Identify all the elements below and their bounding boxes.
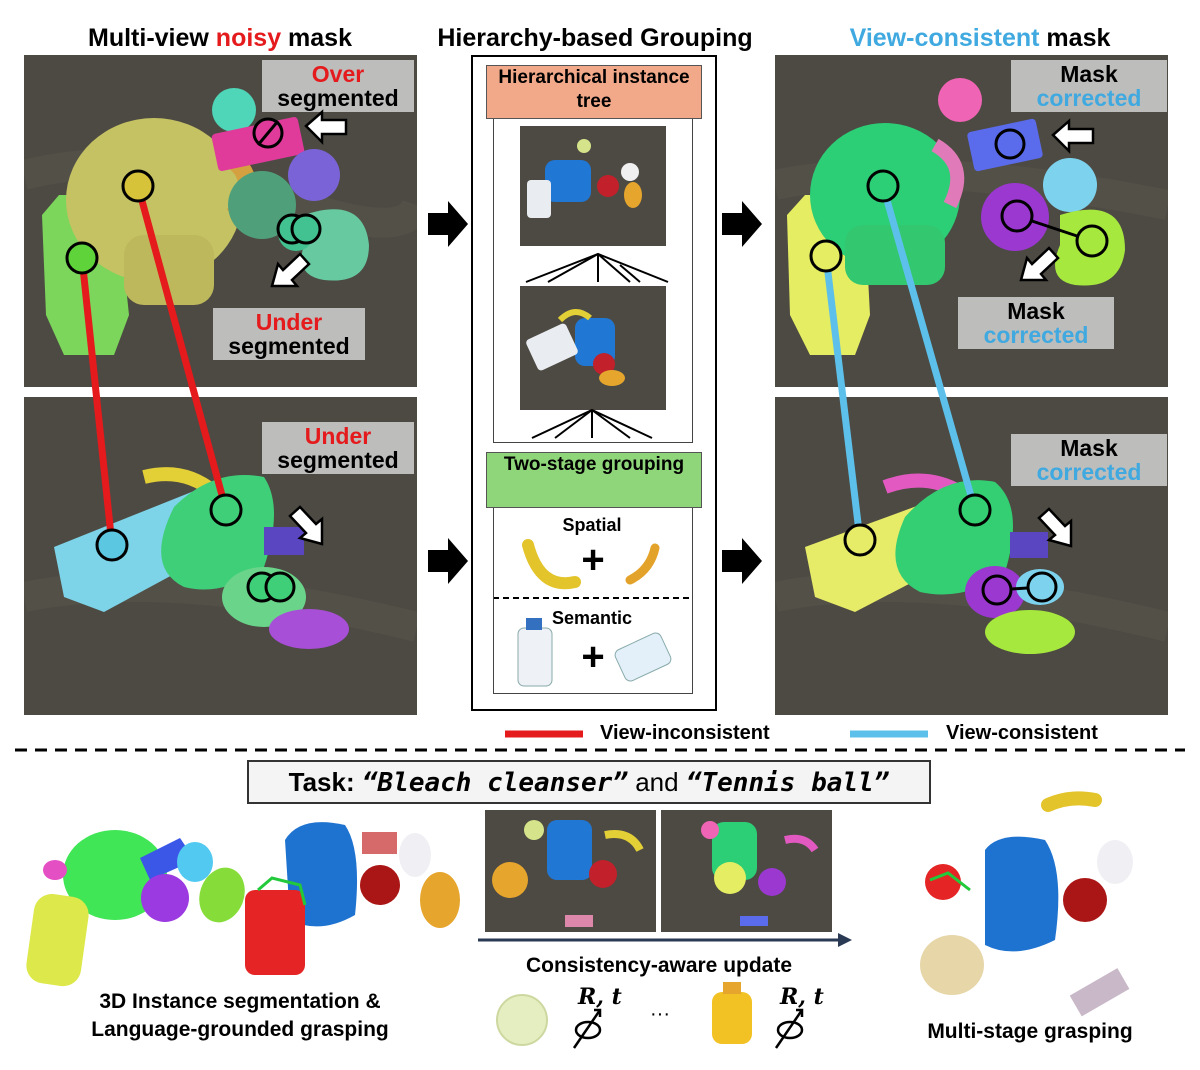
flow-arrow-icon-3 — [722, 201, 762, 247]
over-segmented-tag: Over segmented — [262, 60, 414, 112]
update-arrow-icon — [838, 933, 852, 947]
arrow-icon-mask-3 — [1037, 507, 1073, 548]
semantic-plus: + — [581, 635, 605, 679]
corrected-label-2: corrected — [983, 322, 1089, 348]
inconsistent-line-2 — [134, 185, 230, 511]
center-column-title: Hierarchy-based Grouping — [437, 24, 753, 52]
mask-label-2: Mask — [1007, 298, 1065, 324]
left-title-noisy: noisy — [215, 24, 282, 52]
mask-corrected-tag-3: Mask corrected — [1011, 434, 1167, 486]
right-title-post: mask — [1039, 24, 1111, 52]
flow-arrow-icon-1 — [428, 201, 468, 247]
rt-label-2: R, t — [780, 984, 824, 1010]
spatial-plus: + — [581, 538, 605, 582]
point-right-green — [866, 169, 900, 203]
point-left-bottom-blue — [95, 528, 129, 562]
point-right-lime — [1075, 224, 1109, 258]
point-right-yellow — [809, 239, 843, 273]
point-right-bottom-blue — [1026, 571, 1058, 603]
mask-corrected-tag-1: Mask corrected — [1011, 60, 1167, 112]
arrow-icon-mask-1 — [1051, 118, 1095, 155]
under-label-bottom: Under — [304, 423, 372, 449]
task-box: Task: “Bleach cleanser” and “Tennis ball… — [247, 760, 931, 804]
left-caption-line2: Language-grounded grasping — [91, 1018, 389, 1041]
right-title-vc: View-consistent — [849, 24, 1040, 52]
corrected-label-1: corrected — [1036, 85, 1142, 111]
task-query-2: “Tennis ball” — [685, 768, 890, 798]
task-query-1: “Bleach cleanser” — [361, 768, 628, 798]
left-column-title: Multi-view noisy mask — [30, 24, 410, 53]
right-column-title: View-consistent mask — [790, 24, 1170, 53]
mask-label-3: Mask — [1060, 435, 1118, 461]
black-flow-arrows — [428, 201, 762, 584]
under-segmented-label-top: segmented — [228, 333, 350, 359]
point-right-bottom-purple — [981, 574, 1013, 606]
task-and: and — [635, 767, 679, 797]
left-title-pre: Multi-view — [88, 24, 216, 52]
arrow-icon-mask-2 — [1019, 246, 1060, 282]
right-bottom-photo — [775, 397, 1168, 715]
update-caption: Consistency-aware update — [525, 954, 793, 977]
ellipsis: ··· — [650, 1003, 670, 1025]
tree-header: Hierarchical instance tree — [486, 65, 702, 119]
task-prefix: Task: — [288, 767, 355, 797]
legend-consistent: View-consistent — [946, 722, 1098, 744]
left-caption: 3D Instance segmentation & Language-grou… — [40, 988, 440, 1044]
rotation-icons — [572, 1008, 804, 1049]
spatial-label: Spatial — [562, 515, 622, 535]
under-segmented-tag-top: Under segmented — [213, 308, 365, 360]
point-right-bottom-green — [958, 493, 992, 527]
corrected-label-3: corrected — [1036, 459, 1142, 485]
consistent-line-1 — [822, 255, 864, 541]
grouping-header: Two-stage grouping — [486, 452, 702, 508]
point-left-bottom-green — [209, 493, 243, 527]
arrow-icon-under-bottom — [288, 505, 324, 546]
point-right-bottom-yellow — [843, 523, 877, 557]
arrow-icon-over — [304, 109, 348, 146]
flow-arrow-icon-2 — [428, 538, 468, 584]
consistent-line-2 — [879, 185, 979, 511]
left-bottom-scene — [24, 397, 417, 715]
inconsistent-line-1 — [78, 257, 116, 546]
over-segmented-label: segmented — [277, 85, 399, 111]
mask-label-1: Mask — [1060, 61, 1118, 87]
left-title-post: mask — [281, 24, 352, 52]
semantic-label: Semantic — [551, 608, 633, 628]
right-caption: Multi-stage grasping — [927, 1020, 1133, 1043]
under-segmented-label-bottom: segmented — [277, 447, 399, 473]
under-label-top: Under — [255, 309, 323, 335]
mask-corrected-tag-2: Mask corrected — [958, 297, 1114, 349]
point-left-yellow — [121, 169, 155, 203]
under-segmented-tag-bottom: Under segmented — [262, 422, 414, 474]
over-label: Over — [311, 61, 365, 87]
legend-inconsistent: View-inconsistent — [600, 722, 770, 744]
left-bottom-photo — [24, 397, 417, 715]
point-right-purple — [1000, 199, 1034, 233]
point-under-d — [264, 571, 296, 603]
point-left-green — [65, 241, 99, 275]
flow-arrow-icon-4 — [722, 538, 762, 584]
white-arrow-icons — [270, 109, 1095, 548]
arrow-icon-under — [270, 252, 311, 288]
left-caption-line1: 3D Instance segmentation & — [99, 990, 381, 1013]
point-right-blue-box — [994, 128, 1026, 160]
rt-label-1: R, t — [578, 984, 622, 1010]
point-under-b — [290, 213, 322, 245]
